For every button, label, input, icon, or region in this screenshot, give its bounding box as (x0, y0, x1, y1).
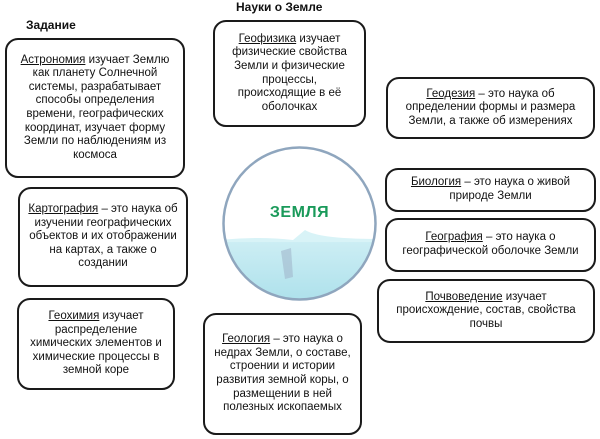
term-biology: Биология (410, 176, 462, 189)
section-label: Задание (26, 18, 76, 32)
term-geophysics: Геофизика (238, 32, 297, 45)
definition-astronomy: изучает Землю как планету Солнечной сист… (23, 53, 170, 161)
term-astronomy: Астрономия (20, 53, 86, 66)
definition-geodesy: – это наука об определении формы и разме… (405, 87, 576, 127)
term-geology: Геология (222, 333, 271, 346)
definition-geography: – это наука о географической оболочке Зе… (402, 231, 579, 257)
earth-globe-icon (222, 146, 377, 301)
card-biology: Биология – это наука о живой природе Зем… (385, 168, 596, 212)
card-geography: География – это наука о географической о… (385, 218, 596, 272)
card-astronomy: Астрономия изучает Землю как планету Сол… (5, 38, 185, 178)
definition-geochemistry: изучает распределение химических элемент… (30, 310, 162, 377)
term-soil-science: Почвоведение (425, 290, 503, 303)
card-geology: Геология – это наука о недрах Земли, о с… (203, 313, 362, 435)
card-geochemistry: Геохимия изучает распределение химически… (17, 298, 175, 390)
earth-label: ЗЕМЛЯ (269, 204, 330, 221)
globe-ring (222, 146, 377, 301)
card-cartography: Картография – это наука об изучении геог… (18, 187, 188, 287)
definition-biology: – это наука о живой природе Земли (449, 176, 571, 202)
term-geodesy: Геодезия (426, 87, 476, 100)
water-fill (223, 240, 376, 300)
card-soil-science: Почвоведение изучает происхождение, сост… (377, 279, 595, 343)
term-cartography: Картография (28, 203, 99, 216)
term-geography: География (425, 231, 483, 244)
card-geodesy: Геодезия – это наука об определении форм… (386, 77, 595, 139)
definition-cartography: – это наука об изучении географических о… (29, 203, 178, 270)
definition-geology: – это наука о недрах Земли, о составе, с… (214, 333, 351, 414)
card-geophysics: Геофизика изучает физические свойства Зе… (213, 20, 366, 127)
definition-soil-science: изучает происхождение, состав, свойства … (396, 290, 576, 330)
page-title: Науки о Земле (236, 0, 323, 14)
definition-geophysics: изучает физические свойства Земли и физи… (232, 32, 347, 113)
term-geochemistry: Геохимия (48, 310, 100, 323)
